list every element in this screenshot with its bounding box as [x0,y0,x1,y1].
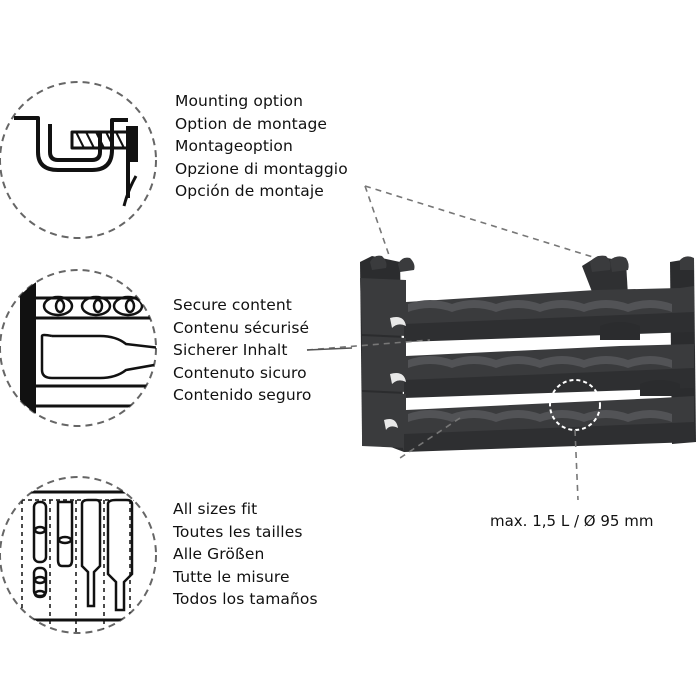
label-line: Opción de montaje [175,182,324,201]
secure-text: Secure content Contenu sécurisé Sicherer… [173,294,312,407]
label-line: Option de montage [175,114,328,133]
capacity-label: max. 1,5 L / Ø 95 mm [490,512,654,530]
mounting-text: Mounting option Option de montage Montag… [175,90,348,203]
leader-solid [306,347,353,351]
secure-bottles-icon [0,269,157,427]
label-line: All sizes fit [173,500,258,518]
wine-rack [360,255,696,452]
label-line: Contenuto sicuro [173,363,307,382]
bottle-sizes-icon [0,476,157,634]
label-line: Todos los tamaños [173,590,318,609]
sizes-text: All sizes fit Toutes les tailles Alle Gr… [173,498,318,611]
size-indicator-circle [549,379,601,431]
label-line: Opzione di montaggio [175,159,348,178]
label-line: Contenu sécurisé [173,318,310,337]
leader-lines [306,185,597,501]
label-line: Mounting option [175,92,303,110]
label-line: Tutte le misure [173,567,290,586]
label-line: Secure content [173,296,292,314]
label-line: Sicherer Inhalt [173,341,288,360]
label-line: Montageoption [175,137,293,156]
label-line: Contenido seguro [173,386,312,405]
wall-mount-icon [0,81,157,239]
label-line: Alle Größen [173,545,265,564]
label-line: Toutes les tailles [173,522,303,541]
